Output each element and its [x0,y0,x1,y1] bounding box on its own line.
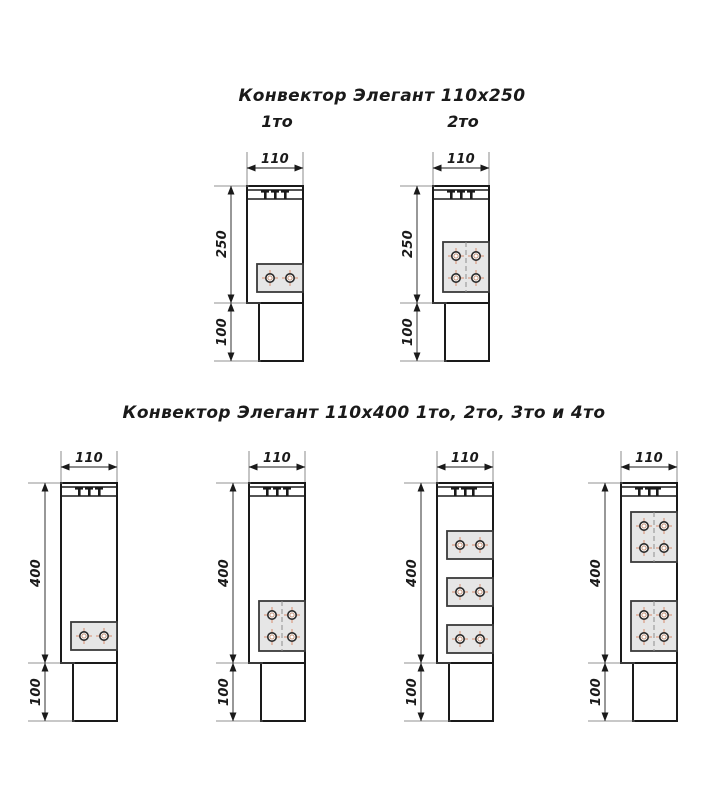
dim-height-label: 400 [589,559,604,588]
drawing-400-1to: 110 [28,451,118,722]
dim-height-label: 400 [29,559,44,588]
convector-base-outlet [444,302,490,362]
grille-tabs [75,487,103,496]
connection-panel[interactable] [442,241,490,293]
drawing-400-3to: 110 [404,451,494,722]
drawing-250-2to: 110 [400,152,490,362]
dim-base-label: 100 [405,678,420,706]
fitting [284,629,300,645]
grille-tabs [261,190,289,199]
dim-width-label: 110 [263,451,291,466]
fitting [448,270,464,286]
fitting [448,248,464,264]
drawing-400-2to: 110 [216,451,306,722]
grille-tabs [447,190,475,199]
fitting [262,270,278,286]
fitting [452,631,468,647]
fitting [264,607,280,623]
dim-base-label: 100 [589,678,604,706]
fitting [472,584,488,600]
convector-base-outlet [632,662,678,722]
dim-base-label: 100 [401,318,416,346]
fitting [468,248,484,264]
dim-base-label: 100 [217,678,232,706]
fitting [636,607,652,623]
dim-width-label: 110 [447,152,475,167]
convector-base-outlet [260,662,306,722]
dim-height-label: 250 [215,230,230,258]
fitting [636,540,652,556]
fitting [96,628,112,644]
drawing-400-4to: 110 [588,451,678,722]
fitting [656,518,672,534]
variant-label-250-1to: 1то [261,112,292,131]
dim-width-label: 110 [75,451,103,466]
dim-width-label: 110 [451,451,479,466]
fitting [468,270,484,286]
dim-width-label: 110 [635,451,663,466]
fitting [656,629,672,645]
dim-height-label: 400 [217,559,232,588]
drawing-250-1to: 110 [214,152,304,362]
fitting [656,540,672,556]
fitting [282,270,298,286]
connection-panel[interactable] [256,263,304,293]
connection-panel[interactable] [630,511,678,563]
convector-base-outlet [72,662,118,722]
fitting [76,628,92,644]
connection-panel[interactable] [446,577,494,607]
connection-panel[interactable] [70,621,118,651]
fitting [636,629,652,645]
connection-panel[interactable] [446,530,494,560]
dim-height-label: 400 [405,559,420,588]
fitting [264,629,280,645]
convector-base-outlet [448,662,494,722]
dim-width-label: 110 [261,152,289,167]
section-title-400: Конвектор Элегант 110х400 1то, 2то, 3то … [123,403,606,423]
fitting [472,631,488,647]
fitting [452,584,468,600]
fitting [452,537,468,553]
variant-label-250-2to: 2то [447,112,478,131]
fitting [636,518,652,534]
dim-base-label: 100 [29,678,44,706]
section-title-250: Конвектор Элегант 110х250 [238,86,525,106]
connection-panel[interactable] [258,600,306,652]
dim-height-label: 250 [401,230,416,258]
grille-tabs [263,487,291,496]
dim-base-label: 100 [215,318,230,346]
connection-panel[interactable] [446,624,494,654]
grille-tabs [635,487,661,496]
grille-tabs [451,487,477,496]
convector-base-outlet [258,302,304,362]
fitting [472,537,488,553]
connection-panel[interactable] [630,600,678,652]
fitting [656,607,672,623]
fitting [284,607,300,623]
